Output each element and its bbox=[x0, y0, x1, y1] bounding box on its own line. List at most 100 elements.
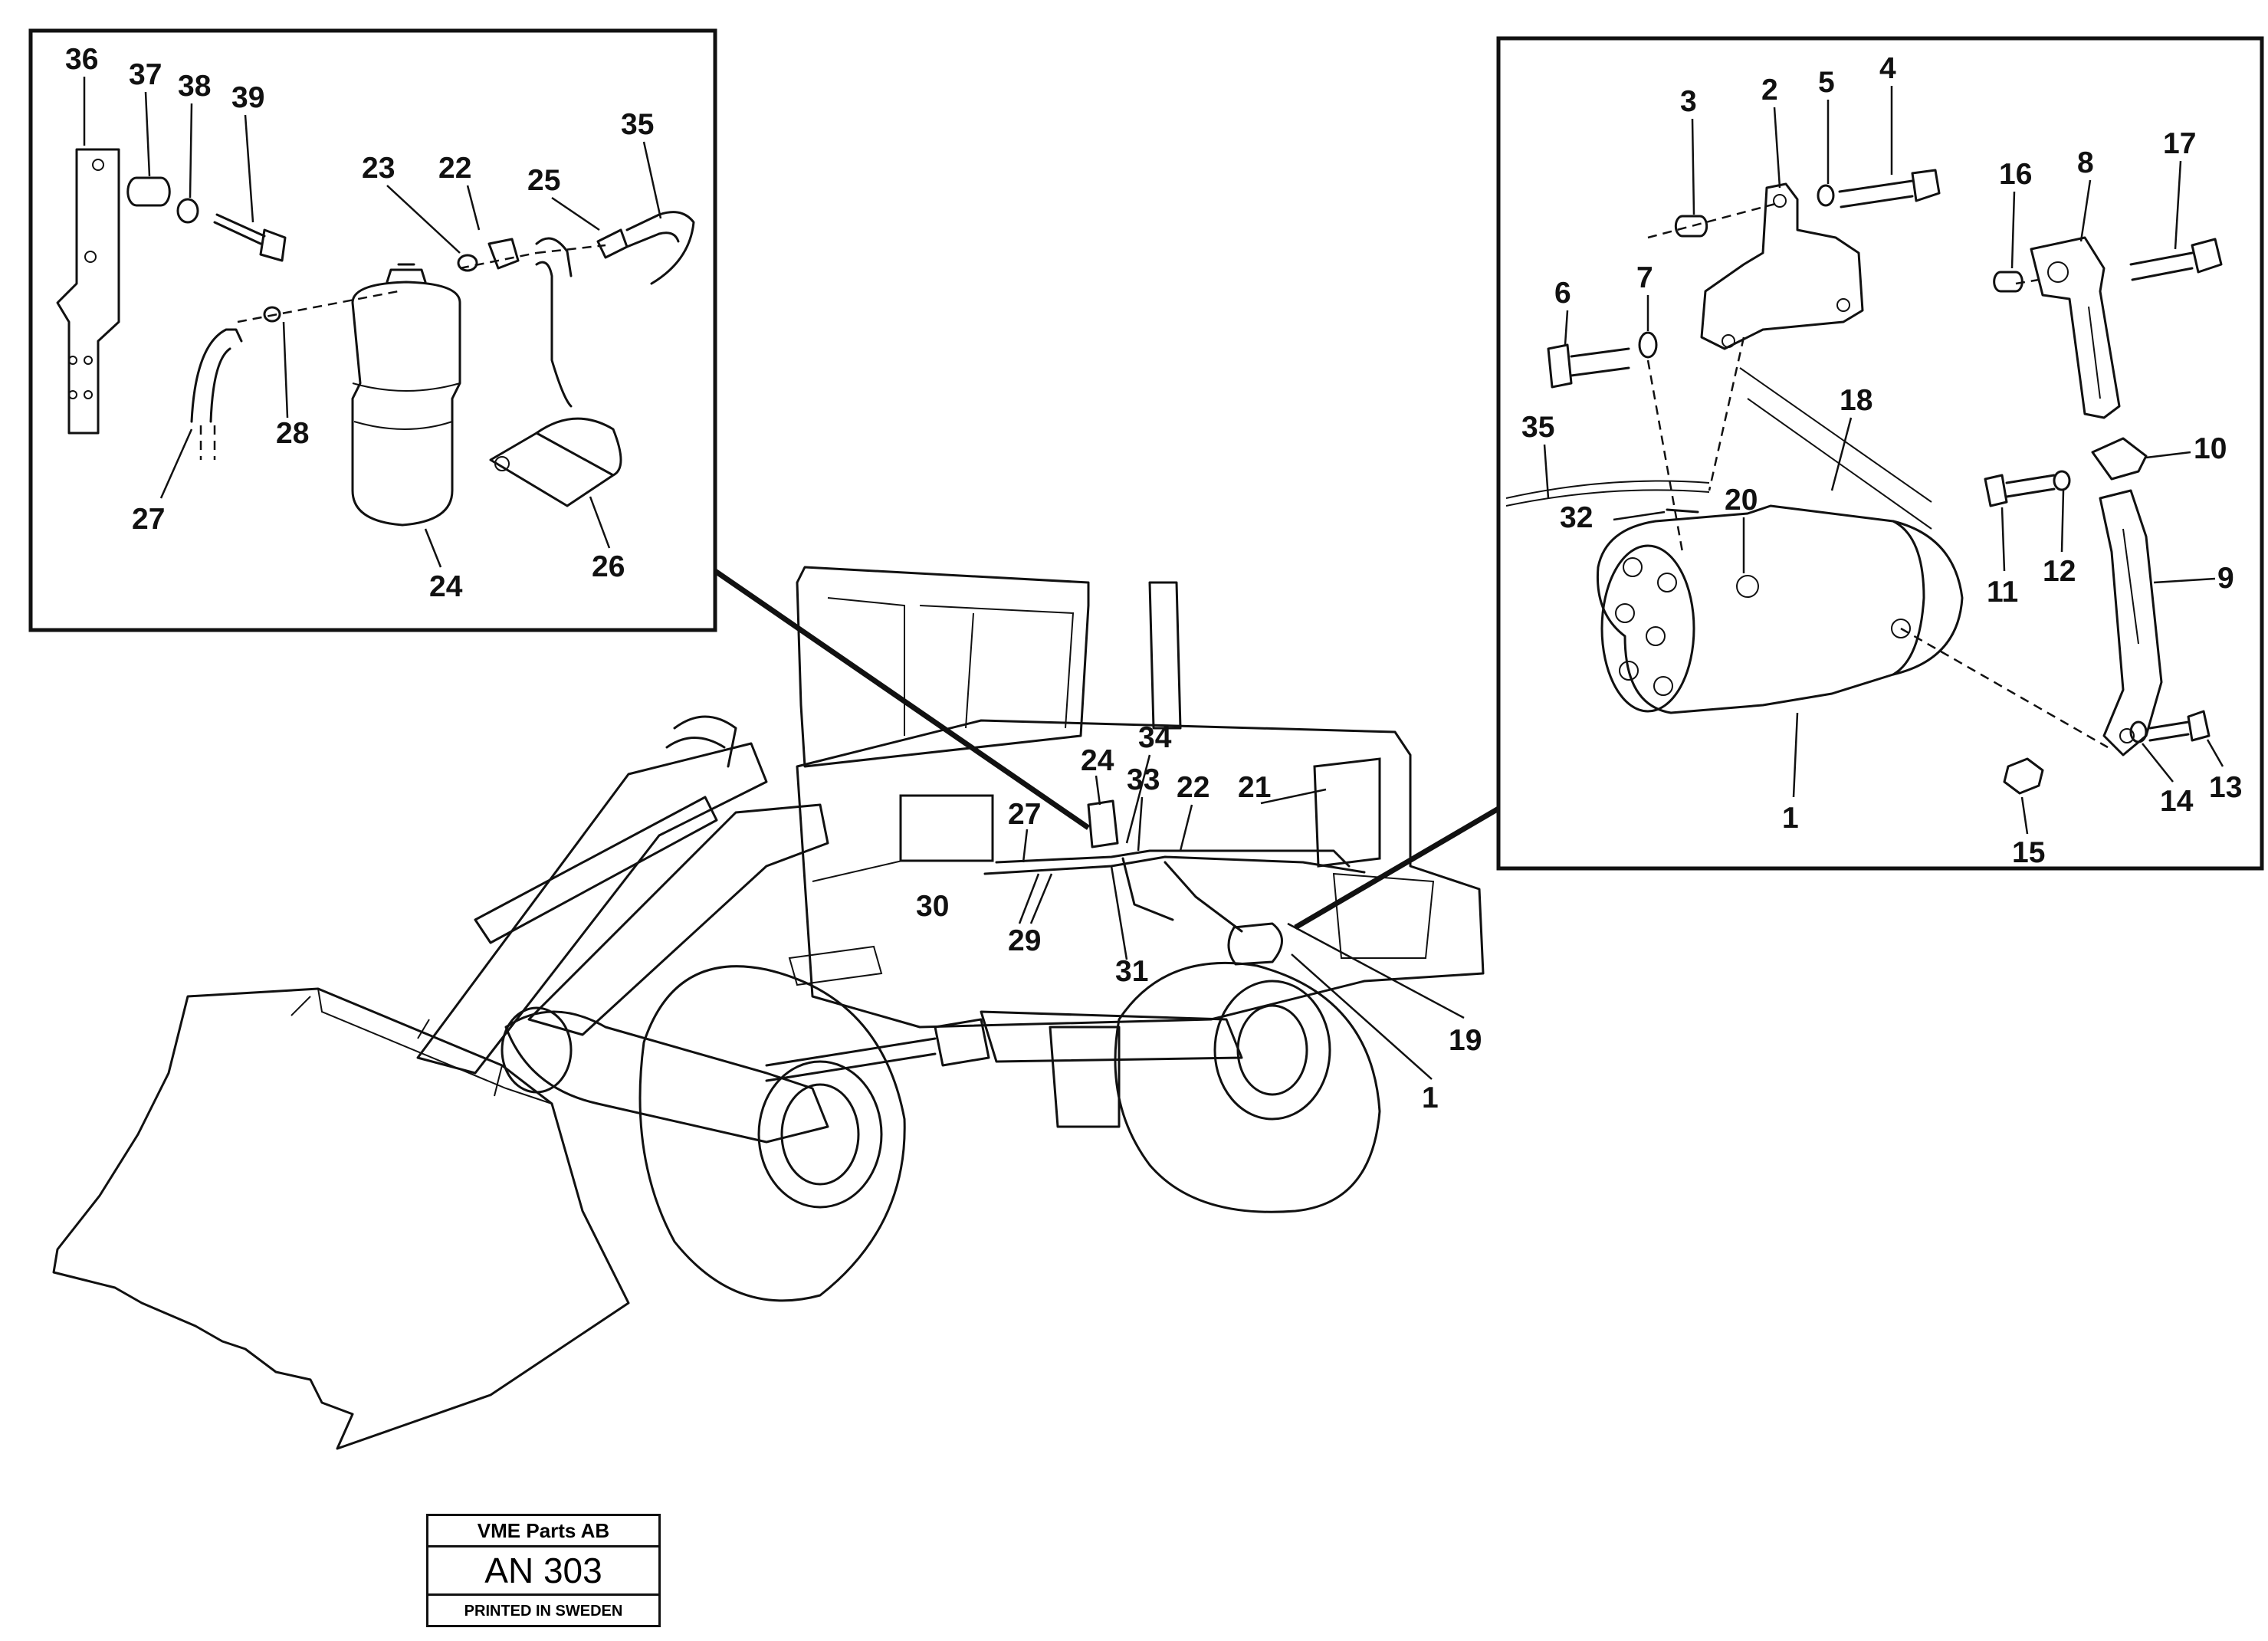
right-inset: 3 2 5 4 16 8 17 6 7 18 35 32 20 10 11 12… bbox=[1496, 36, 2264, 871]
hose-fitting bbox=[596, 213, 661, 259]
front-axle bbox=[504, 1010, 829, 1144]
callout-35: 35 bbox=[621, 108, 654, 141]
bucket bbox=[52, 987, 630, 1450]
callout-37: 37 bbox=[129, 58, 162, 91]
bolt-11 bbox=[1984, 474, 2056, 507]
printed-note: PRINTED IN SWEDEN bbox=[464, 1603, 623, 1620]
callout-27-main: 27 bbox=[1008, 798, 1041, 831]
elbow-hose bbox=[190, 328, 243, 423]
compressor-1-on-loader bbox=[1227, 922, 1283, 966]
bolt-6 bbox=[1547, 343, 1630, 389]
callout-8: 8 bbox=[2077, 146, 2094, 179]
callout-27: 27 bbox=[132, 503, 165, 536]
callout-3: 3 bbox=[1680, 85, 1697, 118]
pointer-left-inset bbox=[714, 569, 1090, 830]
washer-5 bbox=[1817, 184, 1835, 207]
callout-23: 23 bbox=[362, 152, 395, 185]
cab bbox=[796, 566, 1090, 768]
callout-21: 21 bbox=[1238, 771, 1271, 804]
adjusting-link bbox=[2099, 489, 2163, 757]
lift-arm-rear bbox=[527, 803, 829, 1036]
exhaust-stack bbox=[1148, 581, 1182, 730]
diagram-code: AN 303 bbox=[428, 1547, 658, 1596]
washer-7 bbox=[1638, 331, 1658, 359]
spacer-3 bbox=[1674, 215, 1708, 238]
pin-32 bbox=[1666, 508, 1699, 514]
callout-2: 2 bbox=[1761, 74, 1778, 107]
spacer-16 bbox=[1993, 271, 2023, 293]
unit-30 bbox=[899, 794, 994, 862]
bolt-17 bbox=[2129, 238, 2223, 281]
right-inset-frame bbox=[1496, 36, 2264, 871]
wheel-loader: 24 34 33 22 21 27 30 29 31 19 1 bbox=[52, 566, 1500, 1450]
elbow-pipe bbox=[535, 237, 573, 408]
callout-20: 20 bbox=[1725, 484, 1758, 517]
engine-hood bbox=[796, 719, 1485, 1029]
callout-22-main: 22 bbox=[1177, 771, 1209, 804]
callout-18: 18 bbox=[1840, 384, 1872, 417]
spacer bbox=[126, 176, 171, 207]
rear-wheel bbox=[1114, 961, 1381, 1213]
cable-35 bbox=[1505, 480, 1710, 507]
callout-16: 16 bbox=[1999, 158, 2032, 191]
callout-22: 22 bbox=[438, 152, 471, 185]
callout-14: 14 bbox=[2160, 785, 2194, 818]
compressor-bracket bbox=[1700, 182, 1864, 350]
mounting-bracket bbox=[56, 148, 120, 435]
callout-19: 19 bbox=[1449, 1024, 1482, 1057]
callout-9: 9 bbox=[2217, 562, 2234, 595]
callout-25: 25 bbox=[527, 164, 560, 197]
front-wheel bbox=[638, 965, 906, 1302]
callout-11: 11 bbox=[1987, 576, 2018, 609]
lift-arm bbox=[416, 742, 768, 1075]
receiver-drier bbox=[351, 281, 461, 527]
bolt-4 bbox=[1838, 169, 1941, 208]
callout-28: 28 bbox=[276, 417, 309, 450]
rear-axle bbox=[980, 1010, 1243, 1063]
compressor-port bbox=[1736, 575, 1759, 598]
callout-4: 4 bbox=[1879, 52, 1896, 85]
callout-6: 6 bbox=[1554, 277, 1571, 310]
callout-12: 12 bbox=[2043, 555, 2076, 588]
callout-5: 5 bbox=[1818, 66, 1835, 99]
callout-35-right: 35 bbox=[1521, 411, 1554, 444]
callout-34: 34 bbox=[1138, 721, 1172, 754]
callout-10: 10 bbox=[2194, 432, 2227, 465]
washer-14 bbox=[2129, 720, 2148, 743]
compressor bbox=[1596, 504, 1925, 714]
callout-15: 15 bbox=[2012, 836, 2045, 869]
tension-arm bbox=[2030, 236, 2121, 419]
bolt bbox=[213, 213, 287, 262]
washer-12 bbox=[2053, 470, 2071, 491]
receiver-24-on-loader bbox=[1087, 799, 1119, 848]
callout-7: 7 bbox=[1636, 261, 1653, 294]
clamp bbox=[489, 417, 622, 507]
condenser-21 bbox=[1313, 757, 1381, 868]
nut-15 bbox=[2003, 757, 2044, 795]
callout-32: 32 bbox=[1560, 501, 1593, 534]
callout-29: 29 bbox=[1008, 924, 1041, 957]
callout-38: 38 bbox=[178, 70, 211, 103]
callout-24-main: 24 bbox=[1081, 744, 1114, 777]
bracket-10 bbox=[2091, 437, 2148, 481]
left-inset: 36 37 38 39 23 22 25 35 28 27 24 26 bbox=[28, 28, 717, 632]
callout-26: 26 bbox=[592, 550, 625, 583]
bolt-13 bbox=[2148, 710, 2211, 742]
fitting bbox=[487, 238, 520, 270]
callout-39: 39 bbox=[231, 81, 264, 114]
callout-31: 31 bbox=[1115, 955, 1148, 988]
lift-cylinder bbox=[474, 796, 718, 944]
callout-17: 17 bbox=[2163, 127, 2196, 160]
title-block: VME Parts AB AN 303 PRINTED IN SWEDEN bbox=[426, 1514, 661, 1627]
ac-pipe-22 bbox=[995, 849, 1351, 868]
o-ring bbox=[457, 254, 478, 272]
company-name: VME Parts AB bbox=[428, 1516, 658, 1547]
pointer-right-inset bbox=[1294, 806, 1500, 930]
callout-24: 24 bbox=[429, 570, 463, 603]
callout-1-main: 1 bbox=[1422, 1081, 1439, 1114]
callout-13: 13 bbox=[2209, 771, 2242, 804]
washer bbox=[176, 198, 199, 224]
callout-1-right: 1 bbox=[1782, 802, 1799, 835]
drive-shaft bbox=[765, 1037, 937, 1082]
